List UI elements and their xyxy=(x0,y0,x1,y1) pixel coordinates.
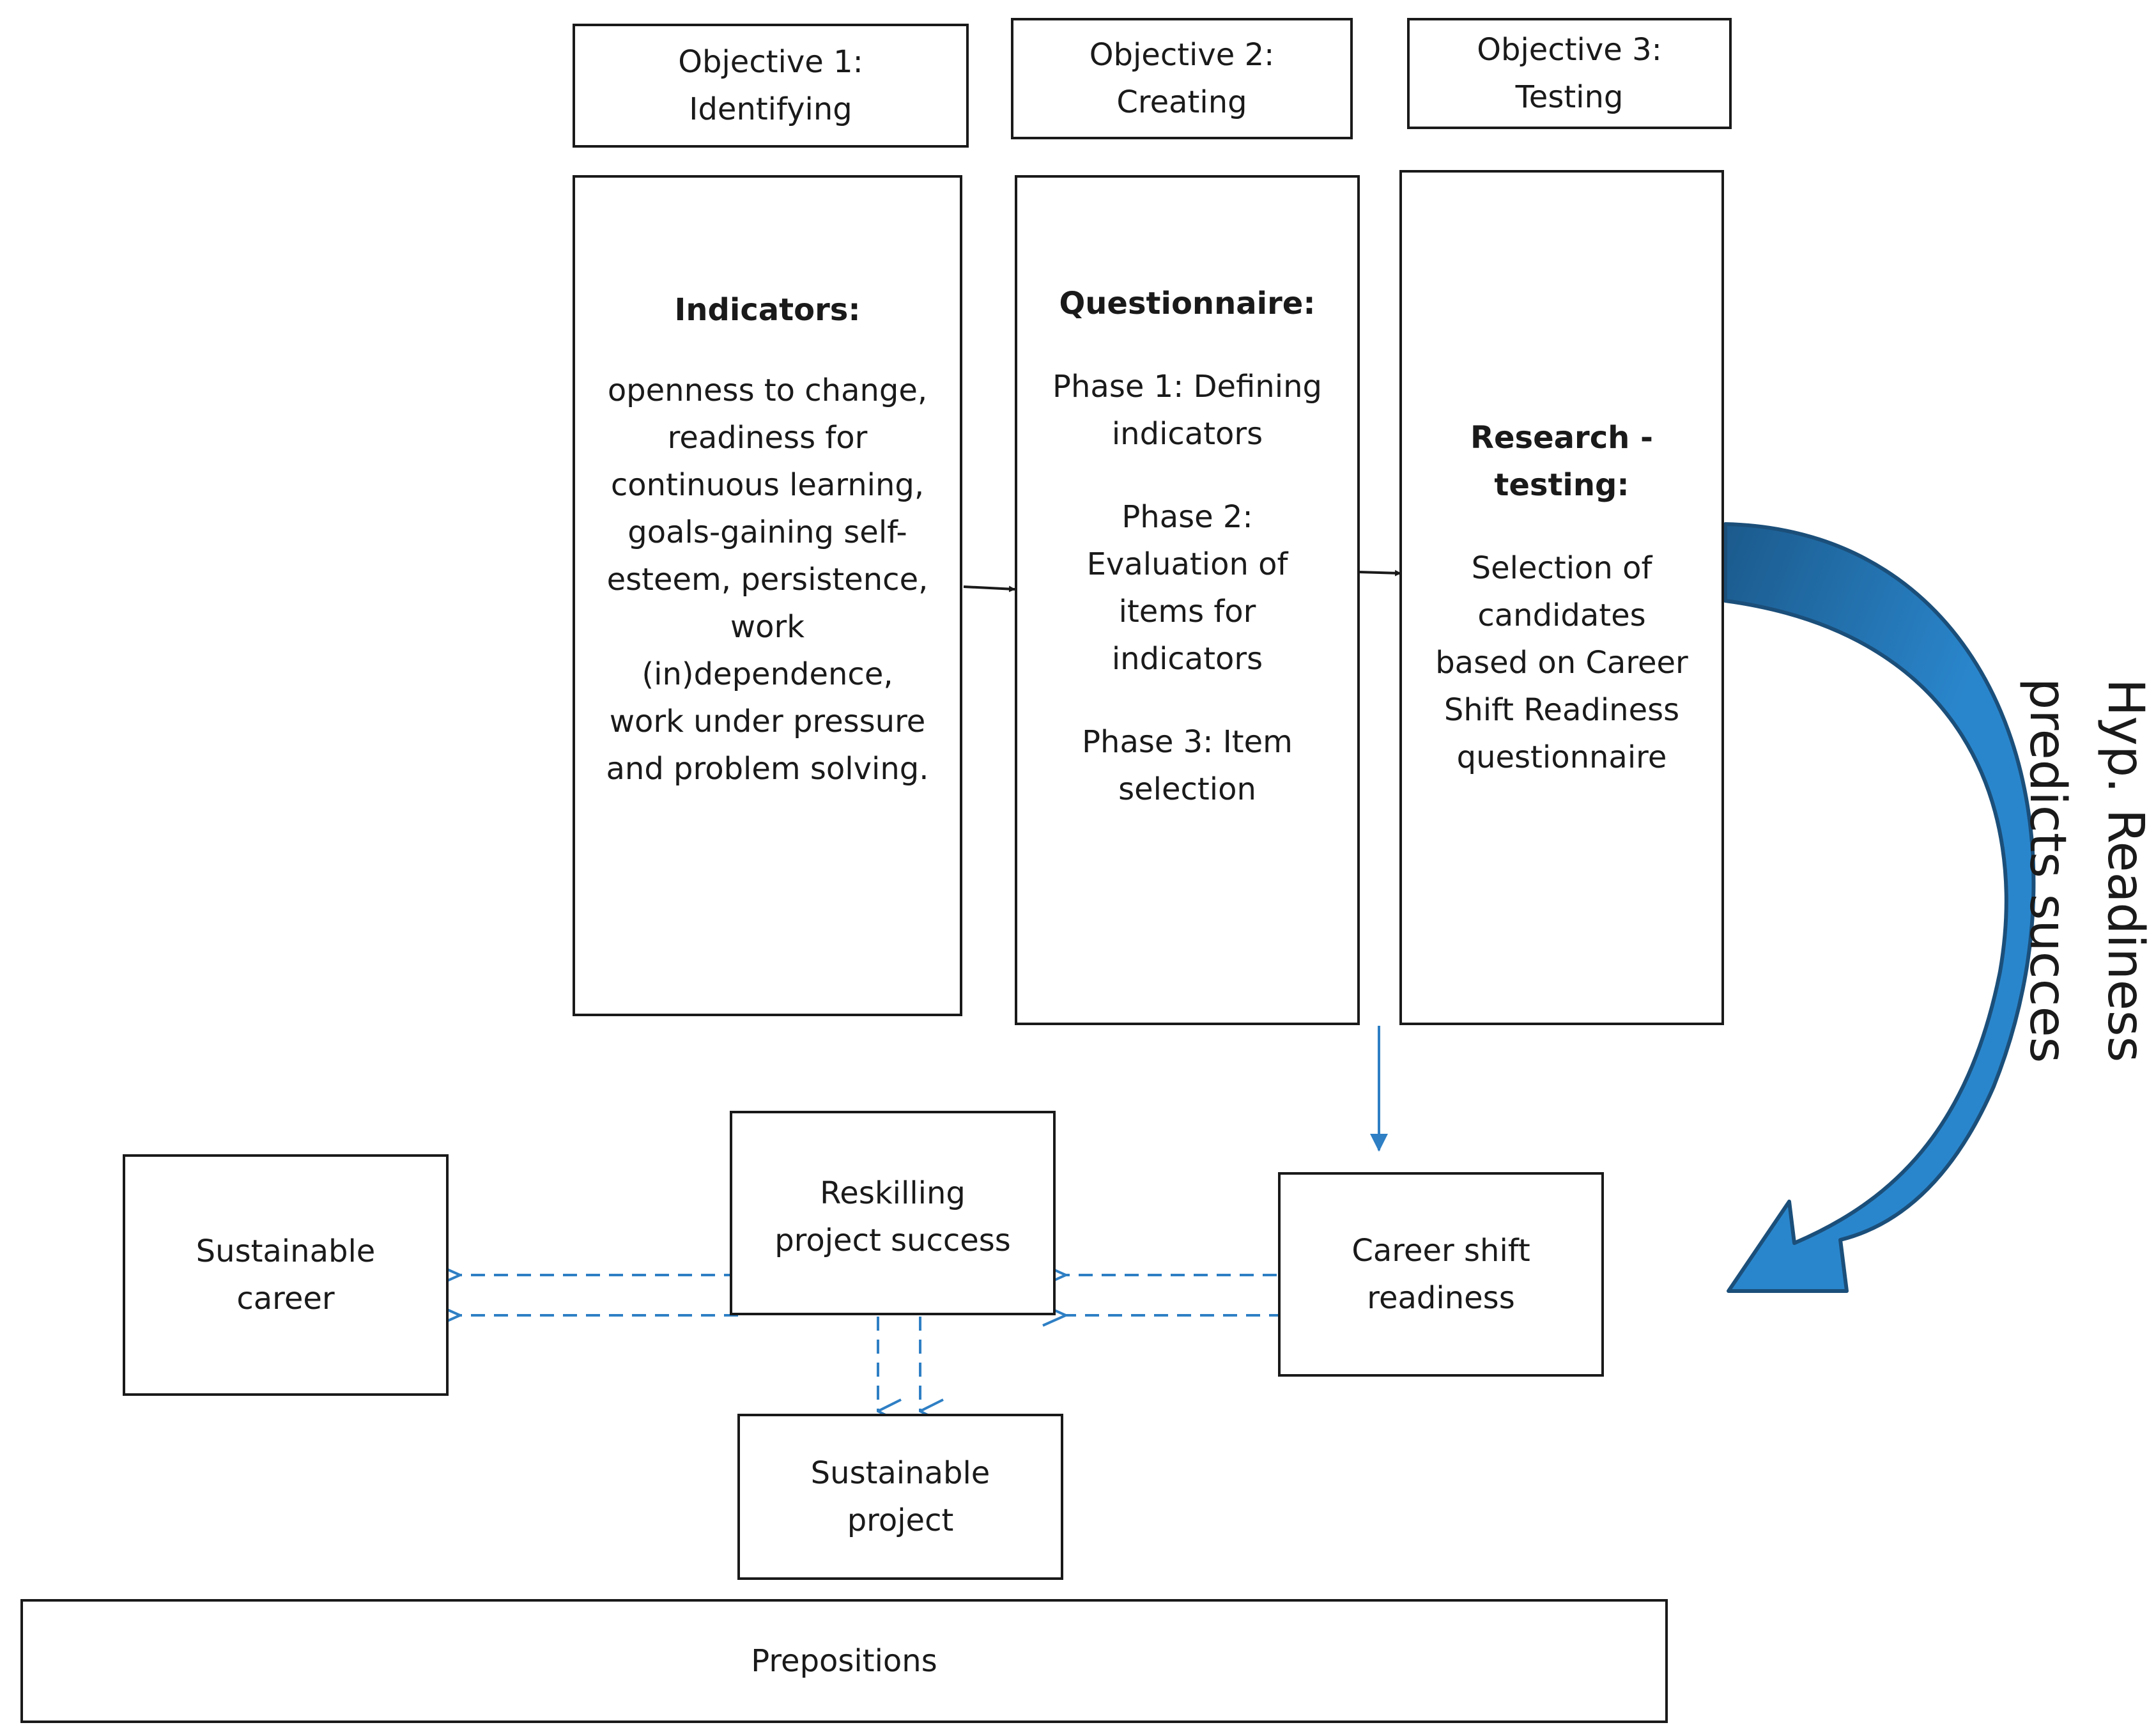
career-shift-line2: readiness xyxy=(1367,1280,1515,1316)
indicators-line: openness to change, xyxy=(607,373,928,408)
indicators-line: work xyxy=(730,609,805,645)
objective-3-line2: Testing xyxy=(1515,79,1624,115)
objective-1-line1: Objective 1: xyxy=(678,44,863,80)
research-line: Selection of xyxy=(1471,550,1652,586)
sustainable-career-box: Sustainable career xyxy=(123,1154,449,1396)
indicators-heading: Indicators: xyxy=(674,292,861,328)
phase-1-line: Phase 1: Defining xyxy=(1052,369,1322,405)
reskilling-success-box: Reskilling project success xyxy=(730,1111,1056,1315)
hypothesis-label: Hyp. Readiness predicts succes xyxy=(2008,678,2156,1063)
questionnaire-heading: Questionnaire: xyxy=(1059,286,1316,321)
questionnaire-box: Questionnaire: Phase 1: Defining indicat… xyxy=(1015,175,1360,1025)
career-shift-readiness-box: Career shift readiness xyxy=(1278,1172,1604,1377)
indicators-box: Indicators: openness to change, readines… xyxy=(573,175,962,1016)
hypothesis-line2: predicts succes xyxy=(2019,677,2076,1063)
phase-2-line: Phase 2: xyxy=(1121,499,1253,535)
sustainable-project-box: Sustainable project xyxy=(737,1414,1063,1580)
reskilling-line1: Reskilling xyxy=(820,1175,966,1211)
curved-hypothesis-arrow xyxy=(1723,522,2036,1293)
indicators-line: and problem solving. xyxy=(606,751,929,787)
sustainable-project-line1: Sustainable xyxy=(810,1455,990,1491)
research-line: candidates xyxy=(1477,598,1646,633)
objective-1-line2: Identifying xyxy=(689,91,852,127)
indicators-line: esteem, persistence, xyxy=(606,562,928,598)
arrow-questionnaire-to-research xyxy=(1358,569,1401,576)
indicators-line: work under pressure xyxy=(609,704,926,739)
career-shift-line1: Career shift xyxy=(1351,1233,1530,1269)
research-heading: testing: xyxy=(1494,467,1629,503)
phase-1-line: indicators xyxy=(1111,416,1263,452)
research-heading: Research - xyxy=(1470,420,1653,456)
indicators-line: goals-gaining self- xyxy=(628,514,907,550)
objective-2-line1: Objective 2: xyxy=(1089,37,1275,73)
research-line: questionnaire xyxy=(1456,739,1667,775)
indicators-line: (in)dependence, xyxy=(642,656,893,692)
indicators-line: readiness for xyxy=(667,420,868,456)
phase-3-line: selection xyxy=(1118,771,1256,807)
sustainable-career-line2: career xyxy=(236,1281,335,1317)
research-line: Shift Readiness xyxy=(1444,692,1680,728)
prepositions-box: Prepositions xyxy=(20,1599,1668,1723)
prepositions-label: Prepositions xyxy=(751,1643,937,1679)
objective-3-box: Objective 3: Testing xyxy=(1407,18,1732,129)
sustainable-project-line2: project xyxy=(847,1503,954,1538)
arrow-indicators-to-questionnaire xyxy=(963,585,1015,592)
sustainable-career-line1: Sustainable xyxy=(196,1233,376,1269)
objective-2-box: Objective 2: Creating xyxy=(1011,18,1353,139)
objective-1-box: Objective 1: Identifying xyxy=(573,24,969,148)
reskilling-line2: project success xyxy=(774,1223,1011,1258)
phase-2-line: items for xyxy=(1118,594,1256,630)
indicators-line: continuous learning, xyxy=(610,467,925,503)
phase-3-line: Phase 3: Item xyxy=(1082,724,1293,760)
objective-2-line2: Creating xyxy=(1116,84,1247,120)
phase-2-line: indicators xyxy=(1111,641,1263,677)
research-line: based on Career xyxy=(1435,645,1688,681)
hypothesis-line1: Hyp. Readiness xyxy=(2097,678,2154,1063)
phase-2-line: Evaluation of xyxy=(1086,546,1288,582)
objective-3-line1: Objective 3: xyxy=(1477,32,1662,68)
research-box: Research - testing: Selection of candida… xyxy=(1399,170,1724,1025)
